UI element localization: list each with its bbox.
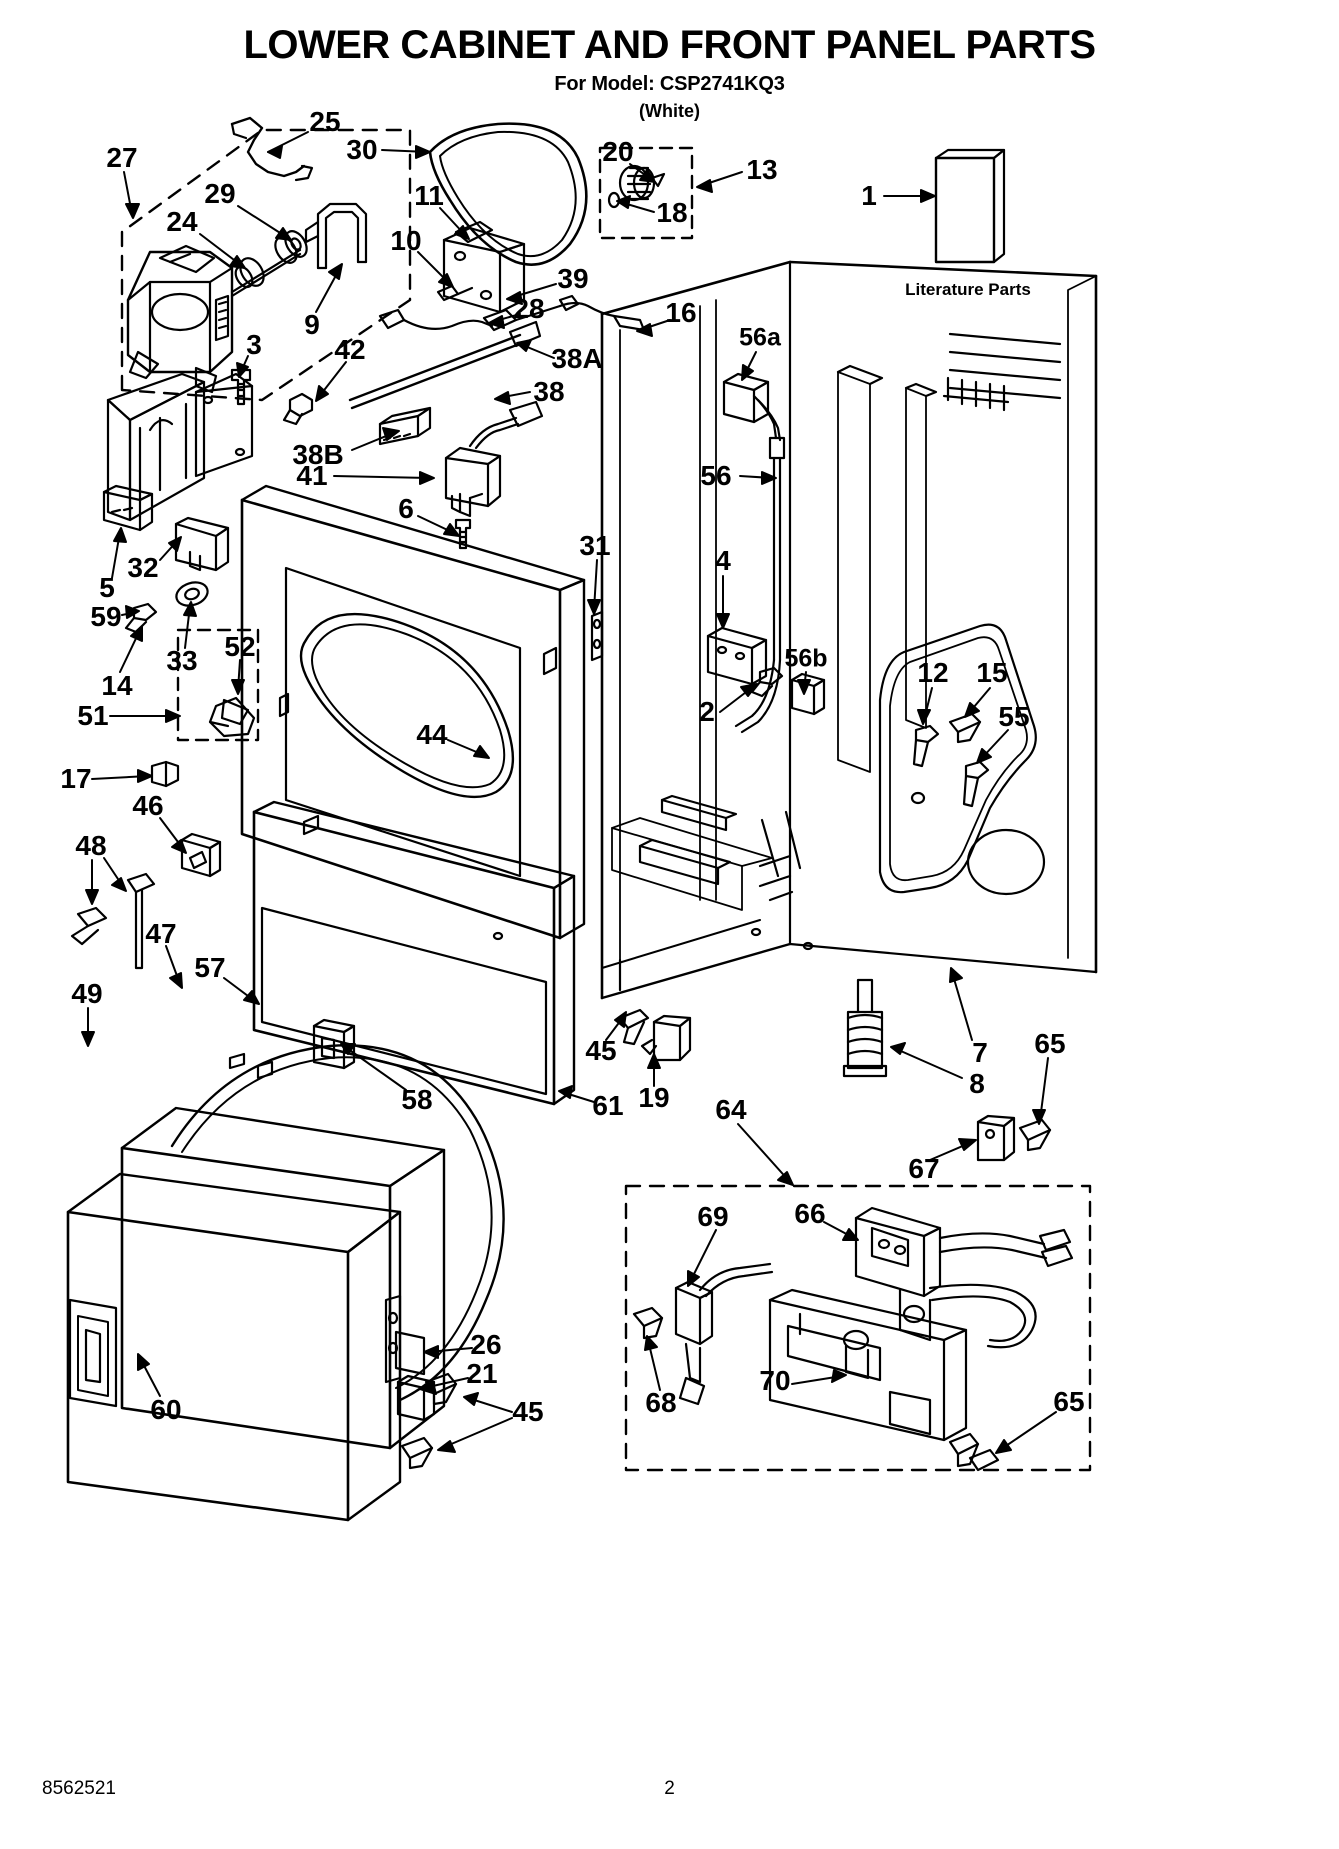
callout-7: 7 <box>972 1037 988 1068</box>
callout-49: 49 <box>71 978 103 1009</box>
callout-57: 57 <box>194 952 226 983</box>
screw-6 <box>454 518 472 550</box>
callout-68: 68 <box>645 1387 677 1418</box>
leader-lines <box>81 131 1057 1454</box>
harness-56 <box>706 372 826 734</box>
harness-25 <box>230 116 314 182</box>
drive-belt-30 <box>428 122 588 266</box>
callout-38B: 38B <box>292 439 344 470</box>
callout-65a: 65 <box>1034 1028 1066 1059</box>
callout-8: 8 <box>969 1068 985 1099</box>
callout-39: 39 <box>557 263 589 294</box>
literature-booklet-1 <box>934 148 1006 264</box>
footer-page-number: 2 <box>664 1778 675 1799</box>
page-title: LOWER CABINET AND FRONT PANEL PARTS <box>243 23 1096 67</box>
callout-3: 3 <box>246 329 262 360</box>
callout-67: 67 <box>908 1153 940 1184</box>
callout-55: 55 <box>998 701 1030 732</box>
screws-48 <box>70 872 156 970</box>
left-bracket-group <box>102 368 314 634</box>
callout-4: 4 <box>715 545 731 576</box>
door-panel-assembly <box>66 1018 505 1522</box>
callout-31: 31 <box>579 530 611 561</box>
callout-6: 6 <box>398 493 414 524</box>
callout-64: 64 <box>715 1094 747 1125</box>
clip-19 <box>640 1014 692 1062</box>
color-variant: (White) <box>639 101 700 121</box>
plug-17 <box>150 760 180 788</box>
callout-59: 59 <box>90 601 122 632</box>
leveling-leg <box>842 978 888 1078</box>
callout-11: 11 <box>414 180 444 211</box>
lower-access-panel <box>252 800 576 1106</box>
callout-66: 66 <box>794 1198 826 1229</box>
callout-2: 2 <box>699 696 715 727</box>
callout-41: 41 <box>296 460 328 491</box>
callout-56b: 56b <box>784 644 828 673</box>
footer-document-number: 8562521 <box>42 1778 116 1799</box>
callout-9: 9 <box>304 309 320 340</box>
callout-14: 14 <box>101 670 133 701</box>
callout-32: 32 <box>127 552 159 583</box>
main-cabinet <box>600 260 1098 1000</box>
callout-33: 33 <box>166 645 198 676</box>
front-panel-frame <box>240 484 604 940</box>
hinge-group-52 <box>176 628 260 742</box>
idler-pulley-group-13 <box>598 146 694 240</box>
callout-17: 17 <box>60 763 92 794</box>
callout-29: 29 <box>204 178 236 209</box>
callout-30: 30 <box>346 134 378 165</box>
callout-5: 5 <box>99 572 115 603</box>
model-subtitle: For Model: CSP2741KQ3 <box>554 73 785 95</box>
screw-45-upper <box>618 1008 650 1046</box>
callout-18: 18 <box>656 197 688 228</box>
callout-56: 56 <box>700 460 732 491</box>
callout-45b: 45 <box>512 1396 544 1427</box>
callout-25: 25 <box>309 106 341 137</box>
clip-46 <box>180 832 222 878</box>
callout-12: 12 <box>917 657 949 688</box>
page-header: LOWER CABINET AND FRONT PANEL PARTS For … <box>0 24 1339 122</box>
callout-48: 48 <box>75 830 107 861</box>
page-footer: 8562521 2 <box>0 1778 1339 1818</box>
bracket-67 <box>976 1114 1052 1162</box>
callout-60: 60 <box>150 1394 182 1425</box>
callout-24: 24 <box>166 206 198 237</box>
callout-27: 27 <box>106 142 138 173</box>
callout-56a: 56a <box>739 323 781 352</box>
callout-51: 51 <box>77 700 109 731</box>
callout-28: 28 <box>513 293 545 324</box>
callout-16: 16 <box>665 297 697 328</box>
wire-harness-group <box>348 294 646 410</box>
callout-38: 38 <box>533 376 565 407</box>
callout-20: 20 <box>602 136 634 167</box>
callout-44: 44 <box>416 719 448 750</box>
thermostat-41 <box>444 400 544 518</box>
callout-15: 15 <box>976 657 1008 688</box>
callout-45a: 45 <box>585 1035 617 1066</box>
callout-65b: 65 <box>1053 1386 1085 1417</box>
callout-47: 47 <box>145 918 177 949</box>
section-label-literature-parts: Literature Parts <box>905 280 1031 299</box>
callout-52: 52 <box>224 631 256 662</box>
callout-58: 58 <box>401 1084 433 1115</box>
callout-13: 13 <box>746 154 778 185</box>
callout-61: 61 <box>592 1090 624 1121</box>
right-fasteners <box>912 712 990 808</box>
callout-38A: 38A <box>551 343 603 374</box>
callout-70: 70 <box>759 1365 791 1396</box>
callout-69: 69 <box>697 1201 729 1232</box>
callout-26: 26 <box>470 1329 502 1360</box>
callout-42: 42 <box>334 334 366 365</box>
gas-valve-inset-64 <box>624 1184 1092 1472</box>
callout-10: 10 <box>390 225 422 256</box>
callout-1: 1 <box>861 180 877 211</box>
callout-21: 21 <box>466 1358 498 1389</box>
callout-46: 46 <box>132 790 164 821</box>
callout-19: 19 <box>638 1082 670 1113</box>
